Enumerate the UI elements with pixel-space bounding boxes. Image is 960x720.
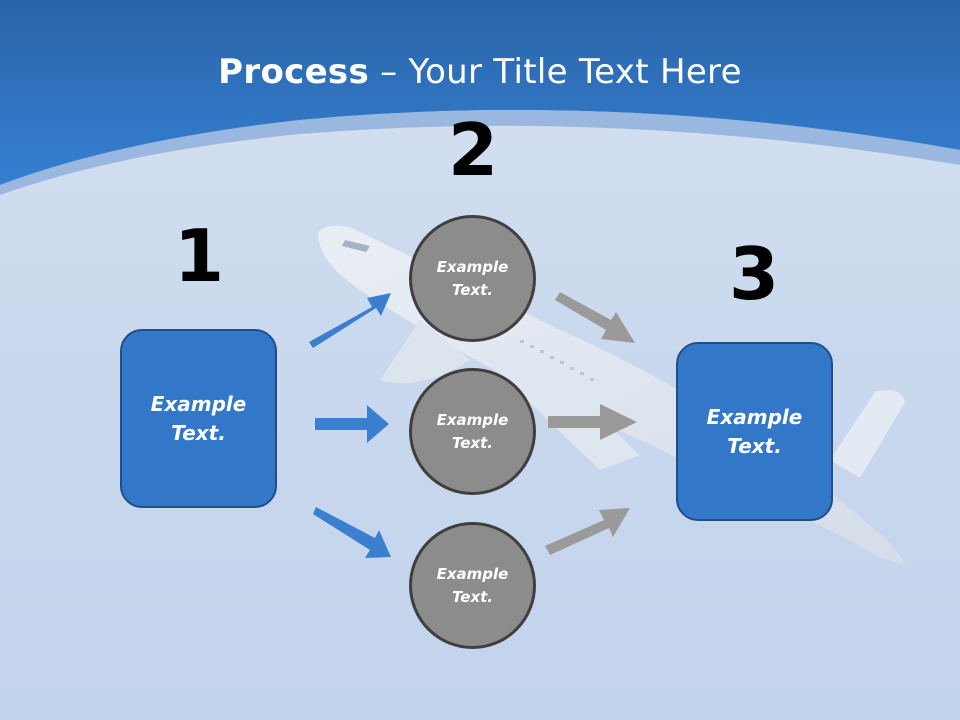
circle-bottom: Example Text. bbox=[409, 522, 536, 649]
arrow-icon bbox=[555, 292, 635, 343]
header-band bbox=[0, 0, 960, 185]
arrow-icon bbox=[309, 293, 391, 348]
right-box-text: Example Text. bbox=[706, 404, 803, 458]
slide-title: Process – Your Title Text Here bbox=[0, 52, 960, 92]
arrow-icon bbox=[313, 507, 391, 558]
title-rest: – Your Title Text Here bbox=[369, 52, 742, 92]
circle-middle-text: Example Text. bbox=[436, 410, 509, 452]
right-process-box: Example Text. bbox=[676, 342, 833, 521]
step-number-3: 3 bbox=[728, 232, 780, 316]
arrow-icon bbox=[548, 404, 637, 440]
left-process-box: Example Text. bbox=[120, 329, 277, 508]
step-number-1: 1 bbox=[173, 214, 225, 298]
step-number-2: 2 bbox=[447, 108, 499, 192]
arrow-icon bbox=[315, 405, 389, 443]
circle-middle: Example Text. bbox=[409, 368, 536, 495]
circle-top-text: Example Text. bbox=[436, 257, 509, 299]
arrow-icon bbox=[545, 508, 630, 555]
header-swoosh bbox=[0, 110, 960, 195]
left-box-text: Example Text. bbox=[150, 391, 247, 445]
circle-top: Example Text. bbox=[409, 215, 536, 342]
circle-bottom-text: Example Text. bbox=[436, 564, 509, 606]
title-bold: Process bbox=[218, 52, 370, 92]
